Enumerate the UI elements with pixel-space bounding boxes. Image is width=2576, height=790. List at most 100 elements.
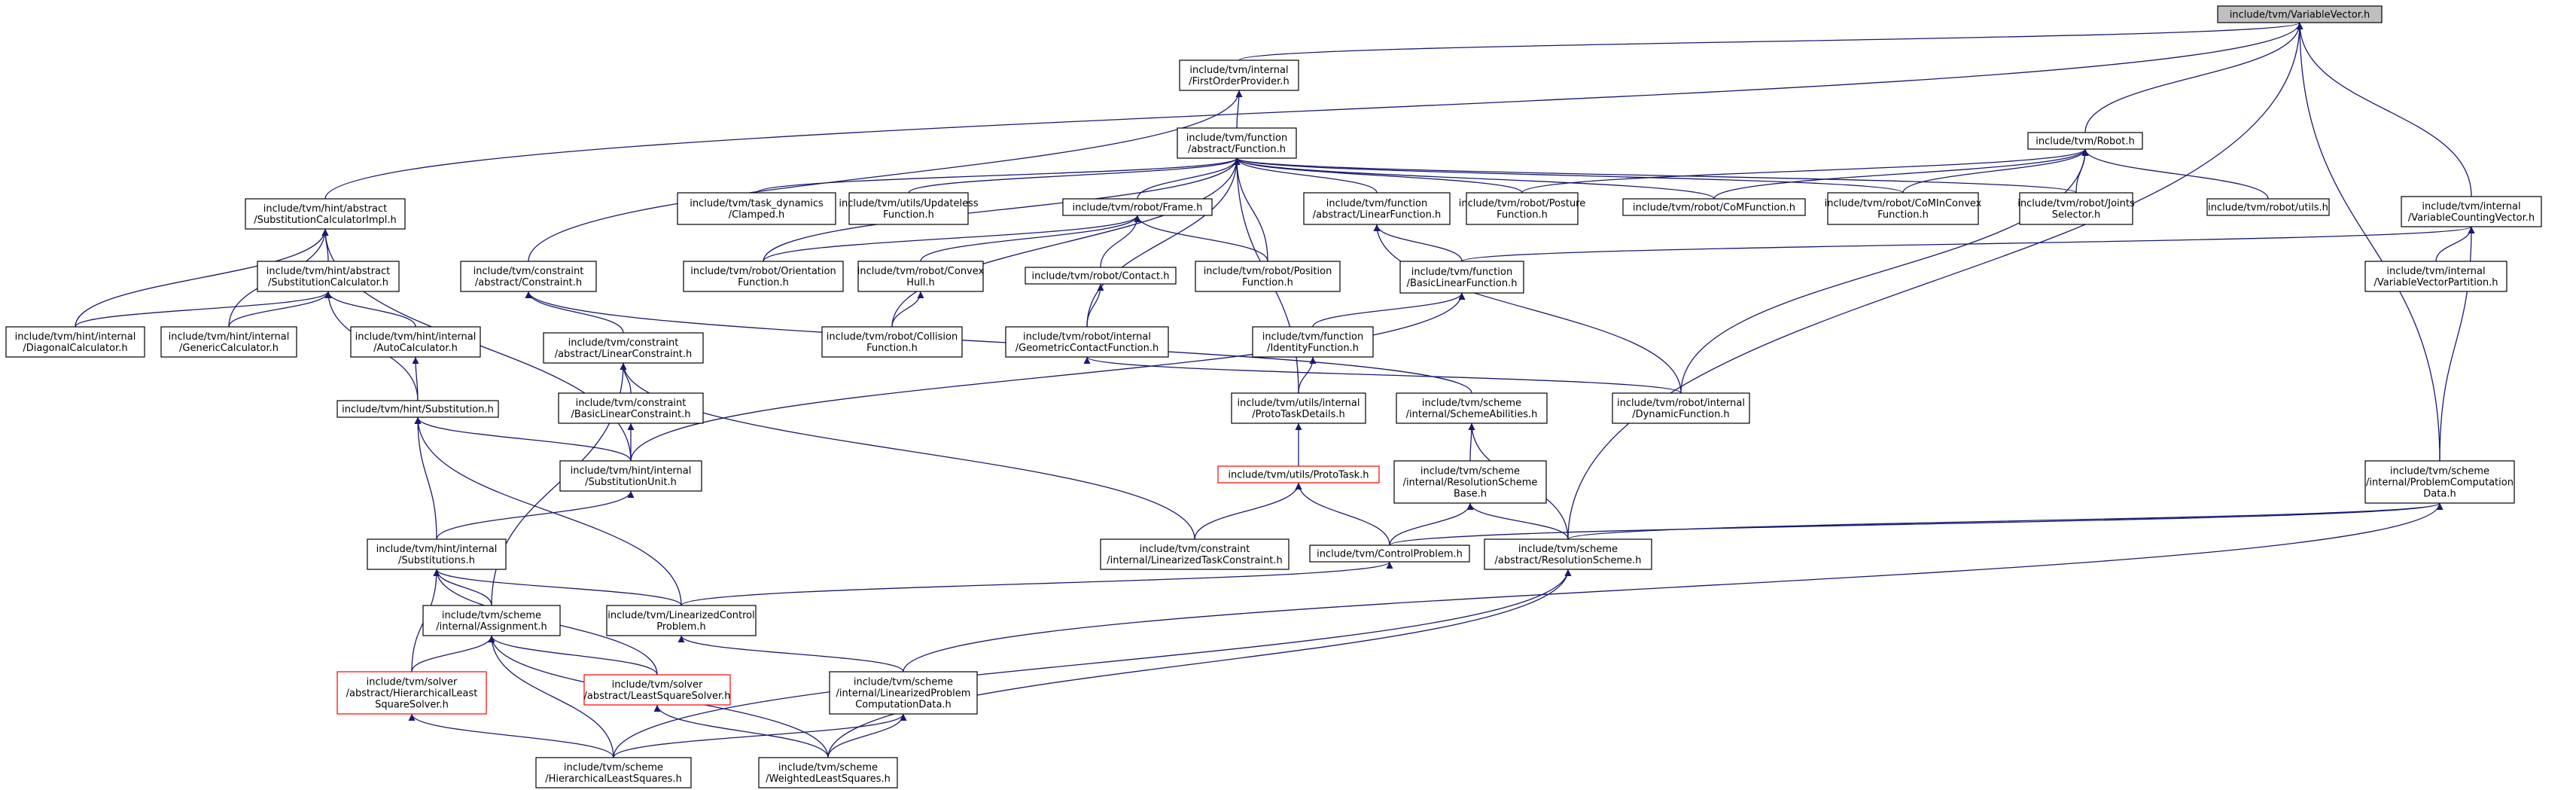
node-gencalc[interactable]: include/tvm/hint/internal/GenericCalcula… bbox=[160, 326, 297, 358]
edge-linctrlprob-to-controlprob bbox=[681, 561, 1393, 606]
node-label-line: include/tvm/internal bbox=[2386, 266, 2485, 277]
node-box bbox=[1005, 326, 1169, 358]
node-dynfunc[interactable]: include/tvm/robot/internal/DynamicFuncti… bbox=[1612, 392, 1750, 424]
node-subunit[interactable]: include/tvm/hint/internal/SubstitutionUn… bbox=[559, 460, 702, 492]
edge-resscheme-to-resbase bbox=[1466, 502, 1569, 540]
edge-hintsubimpl-to-root bbox=[324, 22, 2303, 200]
node-box bbox=[758, 757, 898, 788]
node-label-line: /FirstOrderProvider.h bbox=[1189, 76, 1289, 87]
node-label-line: /BasicLinearFunction.h bbox=[1407, 278, 1518, 289]
node-robotutils[interactable]: include/tvm/robot/utils.h bbox=[2206, 198, 2330, 216]
node-root[interactable]: include/tvm/VariableVector.h bbox=[2217, 5, 2383, 23]
node-linprobcomp[interactable]: include/tvm/scheme/internal/LinearizedPr… bbox=[829, 671, 978, 715]
node-contact[interactable]: include/tvm/robot/Contact.h bbox=[1025, 267, 1177, 285]
node-autocalc[interactable]: include/tvm/hint/internal/AutoCalculator… bbox=[350, 326, 481, 358]
node-label-line: /GenericCalculator.h bbox=[179, 343, 279, 354]
node-label-line: include/tvm/solver bbox=[367, 677, 458, 688]
node-identity[interactable]: include/tvm/function/IdentityFunction.h bbox=[1252, 326, 1374, 358]
node-controlprob[interactable]: include/tvm/ControlProblem.h bbox=[1309, 544, 1470, 563]
node-box bbox=[1466, 192, 1579, 225]
node-label-line: include/tvm/LinearizedControl bbox=[607, 610, 754, 621]
node-geomcontact[interactable]: include/tvm/robot/internal/GeometricCont… bbox=[1005, 326, 1169, 358]
node-lsq[interactable]: include/tvm/solver/abstract/LeastSquareS… bbox=[583, 674, 731, 706]
node-label-line: include/tvm/hint/abstract bbox=[266, 266, 391, 277]
node-linearfunc[interactable]: include/tvm/function/abstract/LinearFunc… bbox=[1303, 192, 1451, 225]
node-label-line: include/tvm/robot/Orientation bbox=[690, 266, 836, 277]
node-substitution[interactable]: include/tvm/hint/Substitution.h bbox=[336, 400, 499, 418]
node-label-line: include/tvm/robot/Joints bbox=[2017, 198, 2135, 209]
node-label-line: include/tvm/hint/Substitution.h bbox=[342, 404, 494, 416]
node-box bbox=[1612, 392, 1750, 424]
node-label-line: /DiagonalCalculator.h bbox=[23, 343, 127, 354]
edge-varpartition-to-varcount bbox=[2435, 226, 2475, 262]
edge-taskdyn-to-function bbox=[756, 157, 1241, 194]
node-box bbox=[336, 400, 499, 418]
edge-robotutils-to-robot bbox=[2081, 148, 2269, 200]
node-label-line: /SubstitutionCalculatorImpl.h bbox=[254, 215, 397, 226]
node-resbase[interactable]: include/tvm/scheme/internal/ResolutionSc… bbox=[1393, 460, 1547, 504]
node-probcomp[interactable]: include/tvm/scheme/internal/ProblemCompu… bbox=[2364, 460, 2515, 504]
node-label-line: /abstract/LinearConstraint.h bbox=[555, 349, 693, 360]
node-varcount[interactable]: include/tvm/internal/VariableCountingVec… bbox=[2401, 196, 2542, 227]
edge-substitutions-to-subunit bbox=[436, 490, 635, 540]
node-frame[interactable]: include/tvm/robot/Frame.h bbox=[1062, 198, 1213, 216]
edge-joints-to-function bbox=[1233, 157, 2077, 194]
node-box bbox=[2217, 5, 2383, 23]
node-assignment[interactable]: include/tvm/scheme/internal/Assignment.h bbox=[422, 605, 561, 636]
edge-linprobcomp-to-probcomp bbox=[903, 502, 2444, 673]
node-box bbox=[857, 261, 984, 292]
node-subcalc[interactable]: include/tvm/hint/abstract/SubstitutionCa… bbox=[257, 261, 400, 292]
node-schemeabil[interactable]: include/tvm/scheme/internal/SchemeAbilit… bbox=[1396, 392, 1548, 424]
node-linconstraint[interactable]: include/tvm/constraint/abstract/LinearCo… bbox=[543, 332, 704, 364]
node-label-line: include/tvm/scheme bbox=[1422, 398, 1521, 409]
node-wlsq[interactable]: include/tvm/scheme/WeightedLeastSquares.… bbox=[758, 757, 898, 788]
node-function[interactable]: include/tvm/function/abstract/Function.h bbox=[1177, 127, 1297, 159]
node-prototask[interactable]: include/tvm/utils/ProtoTask.h bbox=[1217, 465, 1380, 483]
edge-lsq-to-assignment bbox=[488, 635, 658, 676]
node-box bbox=[1231, 392, 1366, 424]
node-taskdyn[interactable]: include/tvm/task_dynamics/Clamped.h bbox=[677, 192, 836, 225]
node-label-line: include/tvm/utils/Updateless bbox=[839, 198, 978, 209]
node-box bbox=[1100, 538, 1290, 570]
node-prototaskdet[interactable]: include/tvm/utils/internal/ProtoTaskDeta… bbox=[1231, 392, 1366, 424]
node-label-line: include/tvm/robot/internal bbox=[1023, 331, 1151, 343]
node-label-line: include/tvm/function bbox=[1186, 133, 1287, 144]
node-box bbox=[1179, 59, 1299, 91]
node-varpartition[interactable]: include/tvm/internal/VariableVectorParti… bbox=[2364, 261, 2507, 292]
edge-varcount-to-root bbox=[2296, 22, 2472, 197]
node-lintaskconst[interactable]: include/tvm/constraint/internal/Lineariz… bbox=[1100, 538, 1290, 570]
node-constraint[interactable]: include/tvm/constraint/abstract/Constrai… bbox=[460, 261, 597, 292]
node-box bbox=[1025, 267, 1177, 285]
node-hierlsq[interactable]: include/tvm/scheme/HierarchicalLeastSqua… bbox=[535, 757, 692, 788]
node-label-line: include/tvm/hint/internal bbox=[15, 331, 136, 343]
node-com[interactable]: include/tvm/robot/CoMFunction.h bbox=[1622, 198, 1806, 216]
node-resscheme[interactable]: include/tvm/scheme/abstract/ResolutionSc… bbox=[1484, 538, 1652, 570]
edge-constraint-to-fop bbox=[528, 90, 1243, 262]
node-hlsq[interactable]: include/tvm/solver/abstract/Hierarchical… bbox=[336, 671, 487, 715]
node-basiclinconst[interactable]: include/tvm/constraint/BasicLinearConstr… bbox=[558, 392, 704, 424]
node-robot[interactable]: include/tvm/Robot.h bbox=[2027, 132, 2143, 150]
node-label-line: include/tvm/task_dynamics bbox=[690, 198, 824, 209]
edge-hierlsq-to-assignment bbox=[488, 635, 614, 758]
edge-collision-to-function bbox=[891, 157, 1241, 328]
node-label-line: include/tvm/ControlProblem.h bbox=[1317, 549, 1463, 560]
node-box bbox=[1195, 261, 1341, 292]
node-fop[interactable]: include/tvm/internal/FirstOrderProvider.… bbox=[1179, 59, 1299, 91]
node-diagcalc[interactable]: include/tvm/hint/internal/DiagonalCalcul… bbox=[5, 326, 145, 358]
node-hintsubimpl[interactable]: include/tvm/hint/abstract/SubstitutionCa… bbox=[245, 198, 406, 230]
node-box bbox=[367, 538, 507, 570]
node-basiclinfunc[interactable]: include/tvm/function/BasicLinearFunction… bbox=[1399, 261, 1524, 294]
node-label-line: include/tvm/scheme bbox=[1420, 466, 1520, 477]
edge-contact-to-frame bbox=[1100, 215, 1141, 268]
node-box bbox=[1827, 192, 1979, 225]
node-substitutions[interactable]: include/tvm/hint/internal/Substitutions.… bbox=[367, 538, 507, 570]
